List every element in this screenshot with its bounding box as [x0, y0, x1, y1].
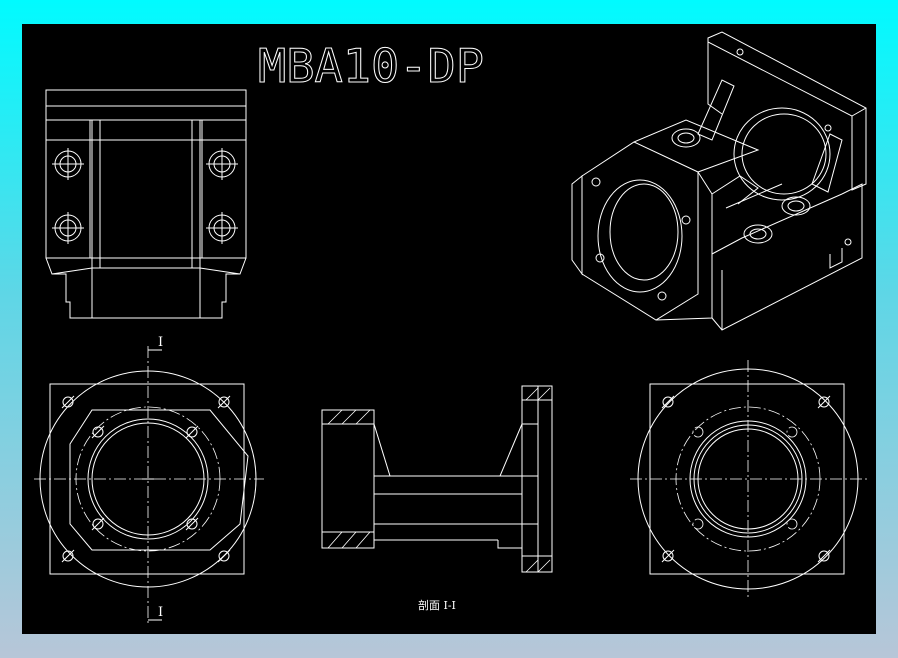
cad-canvas[interactable]: MBA10-DP [22, 24, 876, 634]
drawing-svg: MBA10-DP [34, 31, 868, 624]
bolt-hole [52, 148, 84, 180]
isometric-view [571, 31, 867, 331]
section-view: 剖面 I-I [321, 385, 553, 612]
top-view [45, 89, 247, 319]
bolt-hole [52, 212, 84, 244]
front-view: I I [34, 335, 264, 624]
bolt-hole [206, 148, 238, 180]
section-label-bottom: I [158, 605, 163, 620]
section-label-top: I [158, 335, 163, 350]
side-view [630, 360, 868, 598]
section-caption: 剖面 I-I [418, 598, 456, 612]
drawing-title: MBA10-DP [258, 39, 484, 93]
bolt-hole [206, 212, 238, 244]
